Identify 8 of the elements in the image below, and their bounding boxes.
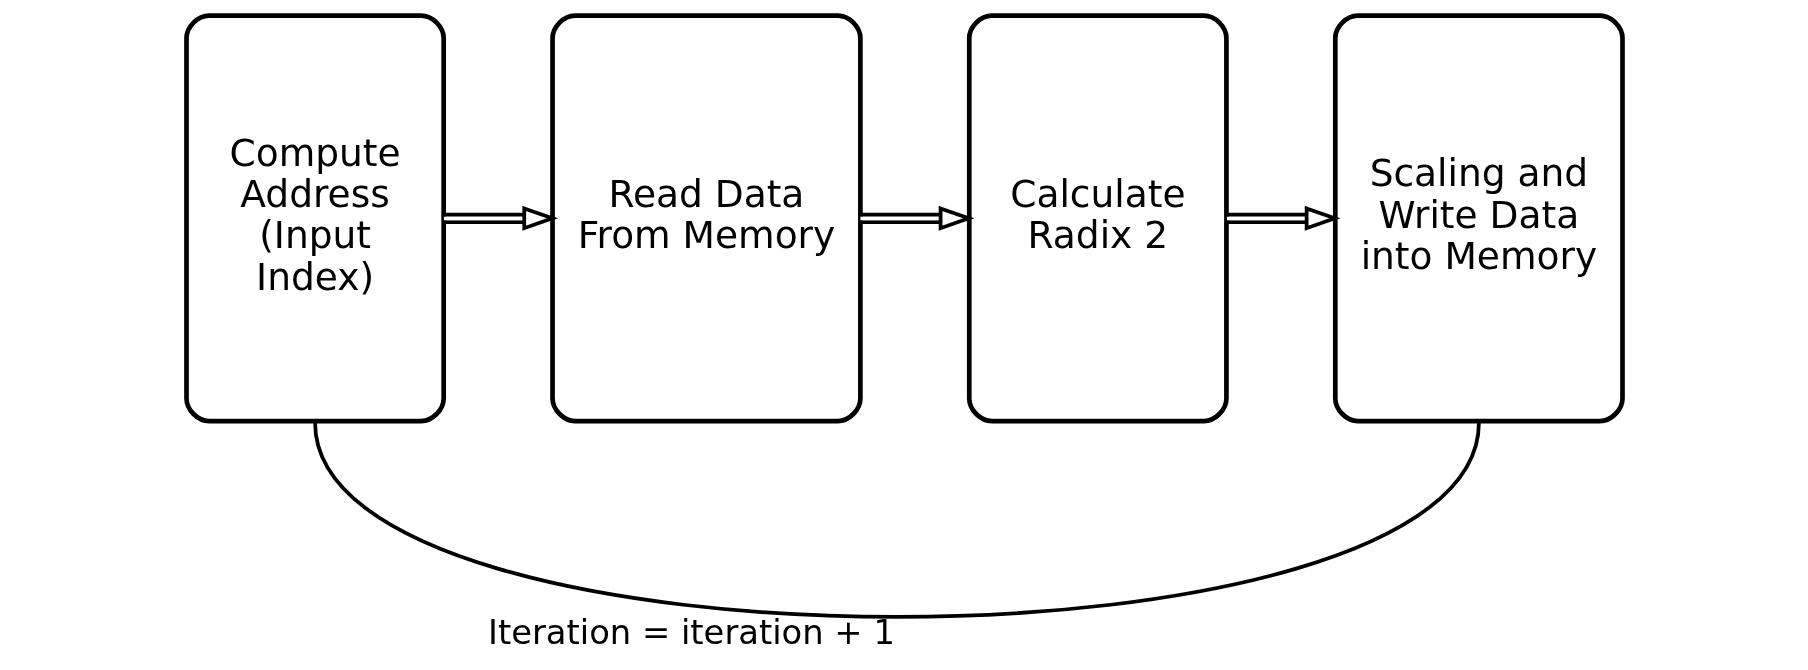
arrow [443,205,558,231]
arrow [1226,205,1340,231]
node-box: Read Data From Memory [549,13,863,424]
node-box: Scaling and Write Data into Memory [1332,13,1625,424]
node-box: Compute Address (Input Index) [183,13,446,424]
arrow [859,205,974,231]
node-box: Calculate Radix 2 [966,13,1229,424]
edge-label: Iteration = iteration + 1 [487,612,895,652]
